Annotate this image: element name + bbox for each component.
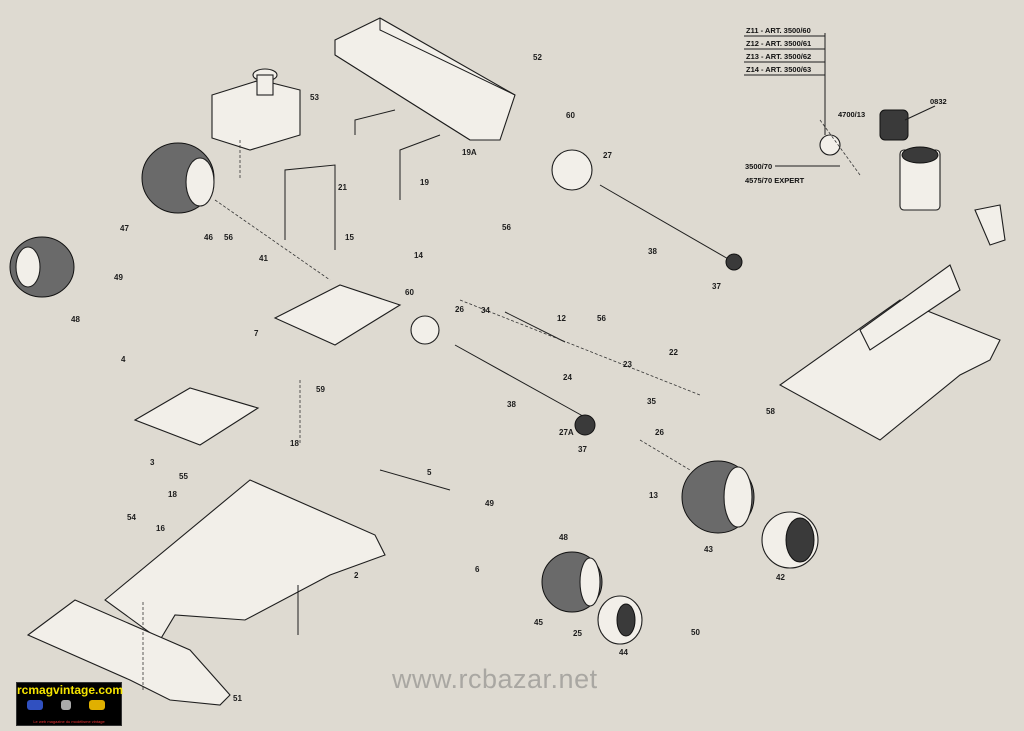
part-label: 15 bbox=[345, 233, 354, 242]
part-label: 38 bbox=[507, 400, 516, 409]
part-label: 16 bbox=[156, 524, 165, 533]
part-label: 12 bbox=[557, 314, 566, 323]
legend-z12: Z12 - ART. 3500/61 bbox=[746, 39, 811, 48]
legend-clutch: 4700/13 bbox=[838, 110, 865, 119]
part-label: 49 bbox=[485, 499, 494, 508]
part-label: 24 bbox=[563, 373, 572, 382]
fuel-tank-part bbox=[211, 68, 301, 151]
part-label: 18 bbox=[290, 439, 299, 448]
part-label: 53 bbox=[310, 93, 319, 102]
part-label: 25 bbox=[573, 629, 582, 638]
legend-z11: Z11 - ART. 3500/60 bbox=[746, 26, 811, 35]
rim-42 bbox=[761, 511, 819, 569]
part-label: 18 bbox=[168, 490, 177, 499]
wheel-45 bbox=[541, 551, 603, 613]
part-label: 14 bbox=[414, 251, 423, 260]
engine-part bbox=[819, 109, 1006, 351]
part-label: 43 bbox=[704, 545, 713, 554]
part-label: 49 bbox=[114, 273, 123, 282]
logo-subtitle: Le web magazine du modélisme vintage bbox=[33, 719, 105, 724]
part-label: 35 bbox=[647, 397, 656, 406]
part-label: 5 bbox=[427, 468, 432, 477]
part-label: 21 bbox=[338, 183, 347, 192]
wheel-left bbox=[9, 236, 75, 298]
guide-dashes bbox=[142, 119, 861, 690]
part-label: 3 bbox=[150, 458, 155, 467]
part-label: 27 bbox=[603, 151, 612, 160]
part-label: 4 bbox=[121, 355, 126, 364]
chassis-plates bbox=[26, 284, 1001, 706]
part-label: 13 bbox=[649, 491, 658, 500]
part-label: 45 bbox=[534, 618, 543, 627]
part-label: 19A bbox=[462, 148, 477, 157]
watermark: www.rcbazar.net bbox=[392, 664, 598, 694]
part-label: 34 bbox=[481, 306, 490, 315]
part-label: 60 bbox=[566, 111, 575, 120]
kart-icon bbox=[89, 700, 105, 710]
part-label: 60 bbox=[405, 288, 414, 297]
rear-wing-part bbox=[334, 17, 516, 141]
legend-filter: 0832 bbox=[930, 97, 947, 106]
part-label: 50 bbox=[691, 628, 700, 637]
part-label: 23 bbox=[623, 360, 632, 369]
rim-44 bbox=[597, 595, 643, 645]
part-label: 54 bbox=[127, 513, 136, 522]
part-label: 55 bbox=[179, 472, 188, 481]
wheel-rear-43 bbox=[681, 460, 755, 534]
part-label: 22 bbox=[669, 348, 678, 357]
part-label: 38 bbox=[648, 247, 657, 256]
car-icon bbox=[27, 700, 43, 710]
part-label: 56 bbox=[502, 223, 511, 232]
engine-icon bbox=[61, 700, 71, 710]
part-label: 27A bbox=[559, 428, 574, 437]
legend-engine: 4575/70 EXPERT bbox=[745, 176, 805, 185]
part-label: 46 bbox=[204, 233, 213, 242]
parts-legend: Z11 - ART. 3500/60 Z12 - ART. 3500/61 Z1… bbox=[744, 26, 947, 185]
legend-z14: Z14 - ART. 3500/63 bbox=[746, 65, 811, 74]
part-label: 6 bbox=[475, 565, 480, 574]
part-label: 19 bbox=[420, 178, 429, 187]
part-label: 47 bbox=[120, 224, 129, 233]
part-label: 52 bbox=[533, 53, 542, 62]
part-label: 37 bbox=[712, 282, 721, 291]
part-label: 58 bbox=[766, 407, 775, 416]
part-label: 41 bbox=[259, 254, 268, 263]
part-label: 56 bbox=[597, 314, 606, 323]
rods bbox=[284, 109, 566, 635]
part-label: 37 bbox=[578, 445, 587, 454]
rear-axle bbox=[410, 149, 743, 436]
part-label: 48 bbox=[559, 533, 568, 542]
part-label: 2 bbox=[354, 571, 359, 580]
site-logo[interactable]: rcmagvintage.com Le web magazine du modé… bbox=[16, 682, 124, 726]
part-label: 26 bbox=[455, 305, 464, 314]
logo-title: rcmagvintage.com bbox=[17, 683, 124, 697]
part-label: 7 bbox=[254, 329, 259, 338]
legend-flywheel: 3500/70 bbox=[745, 162, 772, 171]
wheel-front-left bbox=[141, 142, 215, 214]
part-label: 51 bbox=[233, 694, 242, 703]
part-label: 26 bbox=[655, 428, 664, 437]
legend-z13: Z13 - ART. 3500/62 bbox=[746, 52, 811, 61]
part-label: 42 bbox=[776, 573, 785, 582]
part-label: 59 bbox=[316, 385, 325, 394]
part-label: 48 bbox=[71, 315, 80, 324]
part-label: 44 bbox=[619, 648, 628, 657]
part-label: 56 bbox=[224, 233, 233, 242]
